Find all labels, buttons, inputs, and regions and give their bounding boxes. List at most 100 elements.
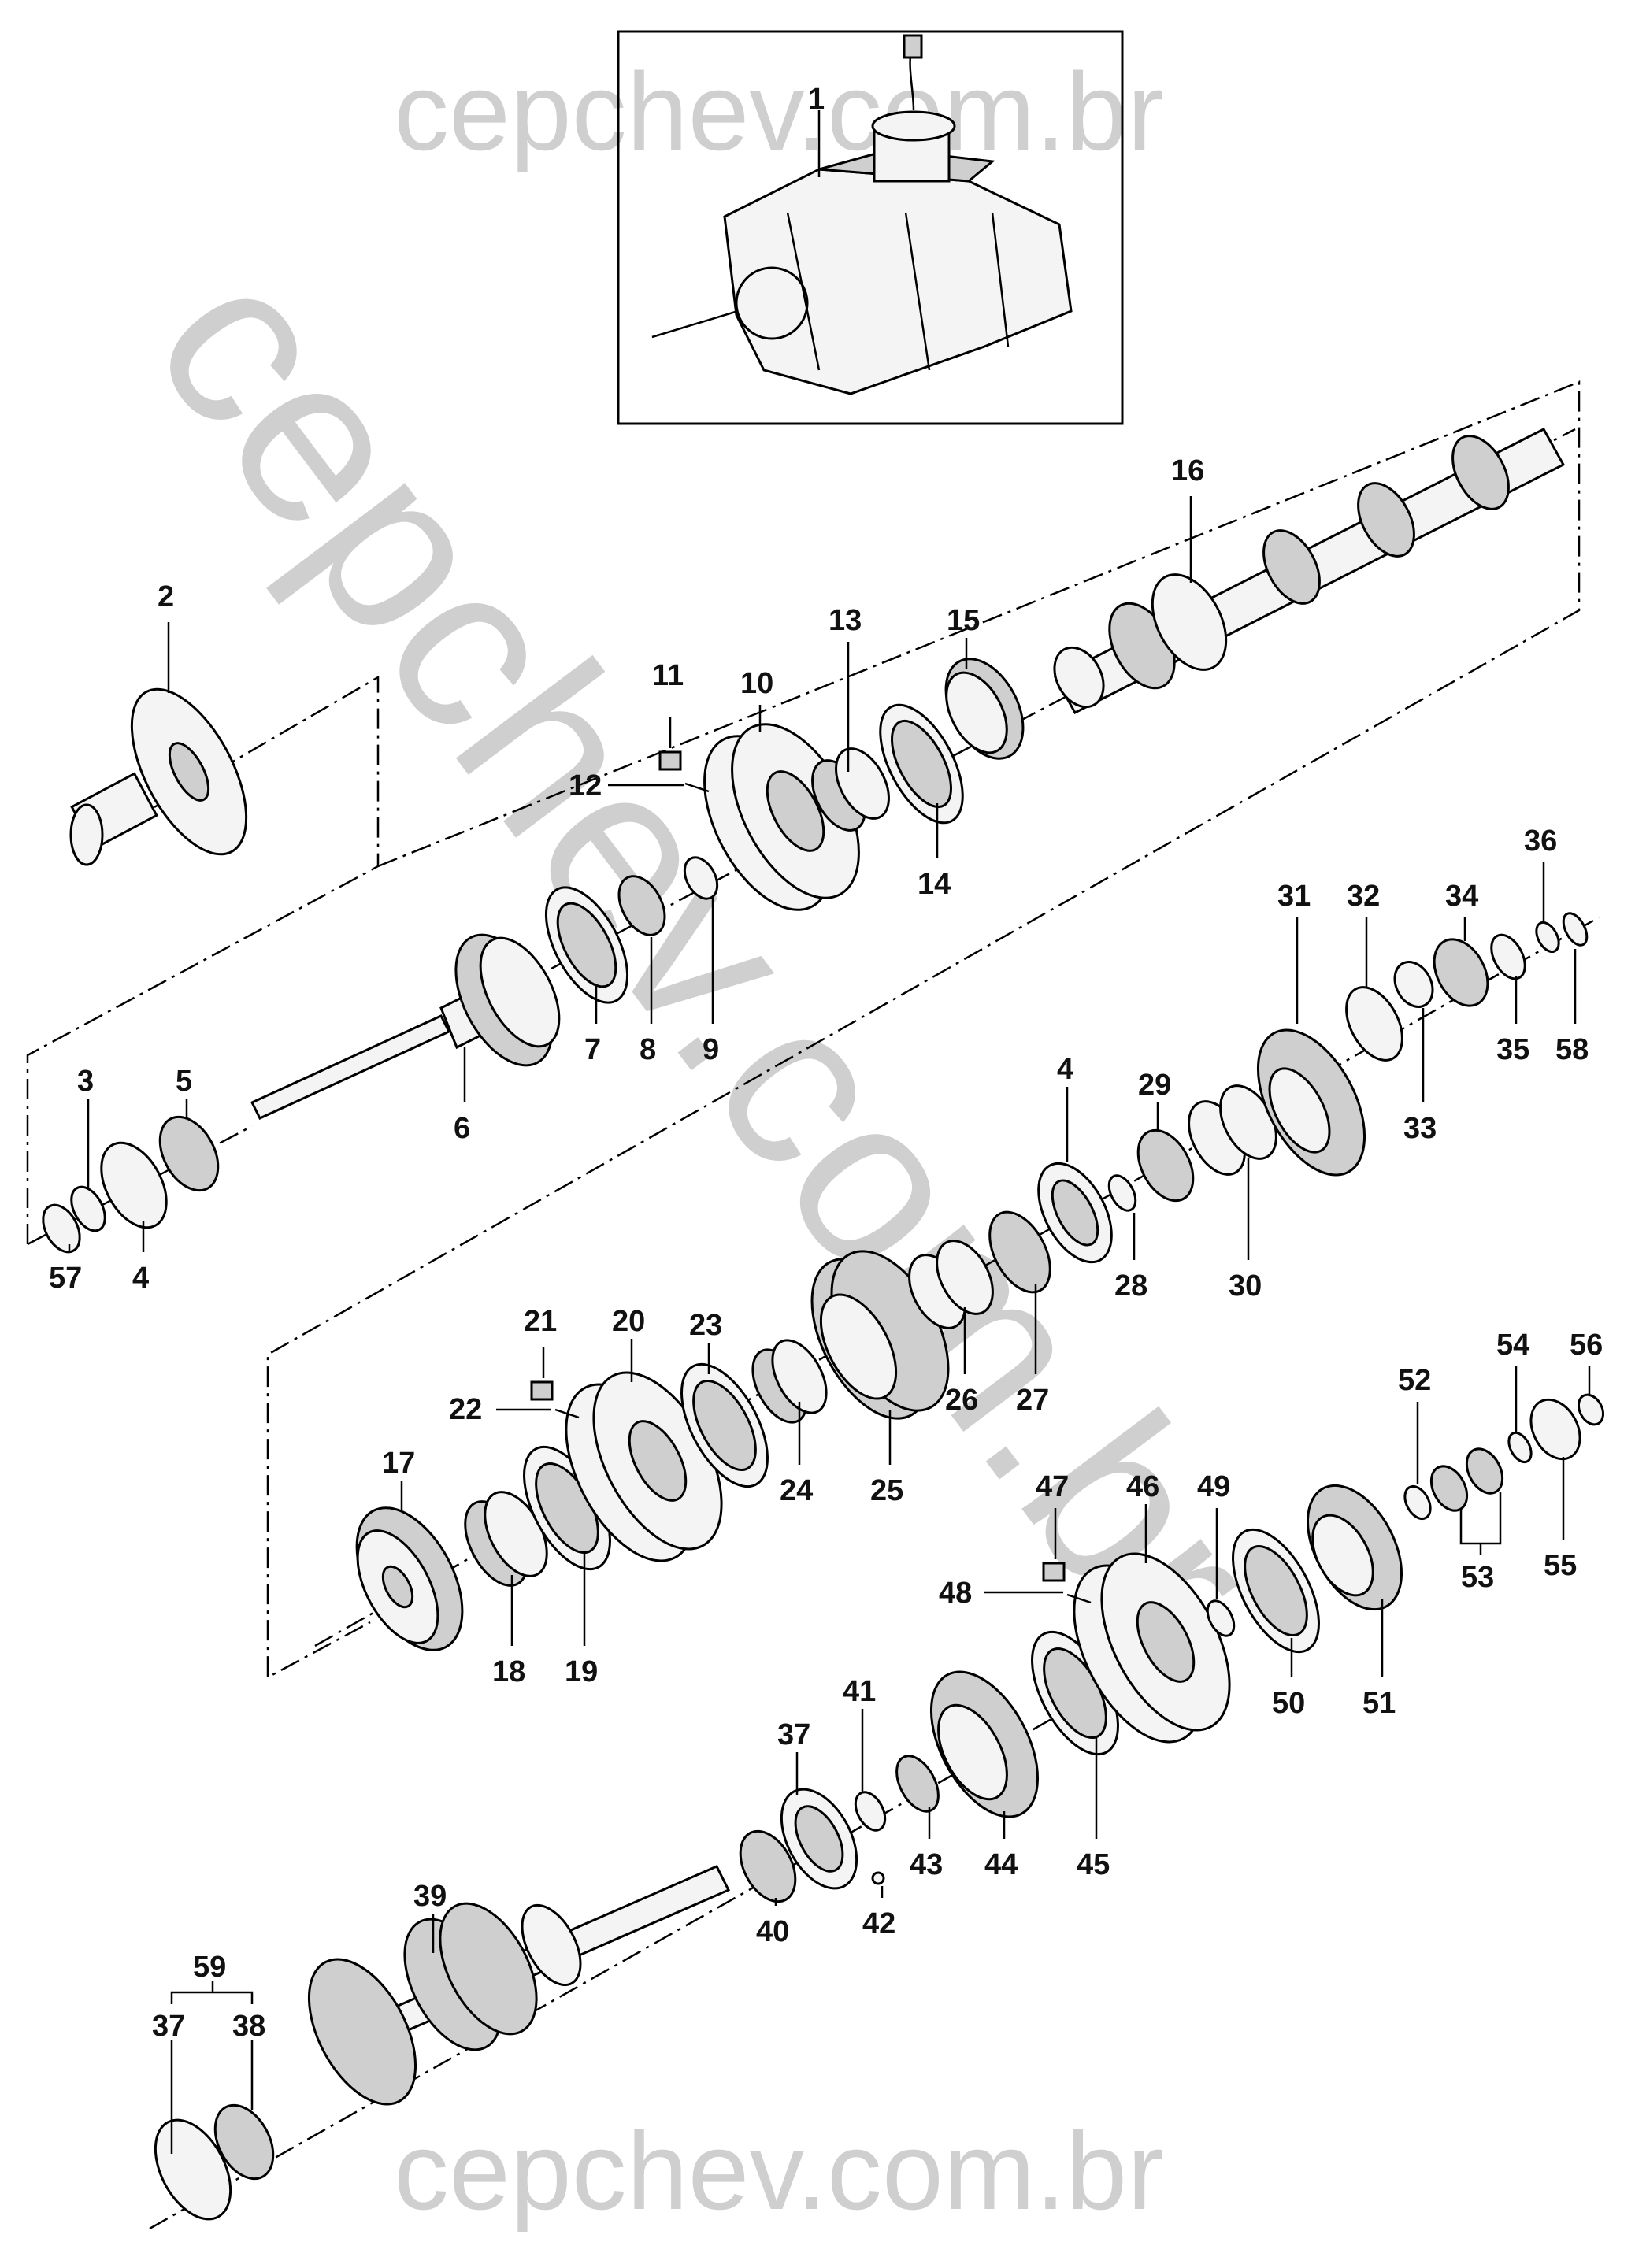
label-part-47: 47 (1036, 1470, 1069, 1503)
watermark-bottom: cepchev.com.br (394, 2109, 1164, 2233)
part-34-bearing (1433, 938, 1489, 1007)
label-part-3: 3 (77, 1065, 94, 1098)
label-part-25: 25 (870, 1474, 903, 1507)
label-part-7: 7 (584, 1033, 601, 1066)
part-58-snap-ring (1562, 912, 1589, 947)
label-part-22: 22 (449, 1393, 482, 1426)
label-part-51: 51 (1362, 1687, 1396, 1720)
countershaft-front-bearing (154, 2103, 275, 2221)
part-22-spring (554, 1408, 580, 1419)
label-part-37-front: 37 (152, 2010, 185, 2043)
inset-frame (617, 30, 1124, 425)
label-part-32: 32 (1347, 880, 1380, 913)
input-bearing-group (544, 856, 719, 1004)
label-part-38: 38 (232, 2010, 265, 2043)
part-54-washer (1507, 1431, 1533, 1464)
part-6-input-shaft (250, 933, 561, 1120)
part-44-gear (929, 1670, 1040, 1818)
part-29-bearing (1136, 1128, 1195, 1203)
part-4-cup (100, 1141, 168, 1229)
label-part-39: 39 (413, 1880, 447, 1913)
label-part-14: 14 (918, 868, 951, 901)
label-part-57: 57 (49, 1262, 82, 1295)
part-50-blocker-ring (1232, 1528, 1320, 1654)
label-part-19: 19 (565, 1655, 598, 1688)
label-part-56: 56 (1570, 1329, 1603, 1362)
label-part-17: 17 (382, 1447, 415, 1480)
part-12-spring (684, 782, 710, 793)
part-56-nut (1577, 1393, 1605, 1426)
label-part-41: 41 (843, 1675, 876, 1708)
part-55-bearing (1529, 1398, 1581, 1461)
part-57-snap-ring (42, 1203, 81, 1254)
label-part-45: 45 (1077, 1848, 1110, 1881)
part-27-bearing-cone (988, 1210, 1051, 1294)
label-part-13: 13 (829, 604, 862, 637)
part-19-blocker-ring (523, 1445, 611, 1571)
label-part-23: 23 (689, 1309, 722, 1342)
label-part-46: 46 (1126, 1470, 1159, 1503)
label-part-55: 55 (1544, 1549, 1577, 1582)
label-part-21: 21 (524, 1305, 557, 1338)
part-4-bearing-cup (1037, 1162, 1113, 1264)
label-part-6: 6 (454, 1112, 470, 1145)
label-part-54: 54 (1496, 1329, 1529, 1362)
part-31-gear (1256, 1028, 1366, 1177)
part-2-front-retainer (69, 687, 248, 866)
bracket-59 (170, 1981, 254, 2004)
label-part-15: 15 (947, 604, 980, 637)
part-48-spring (1066, 1593, 1092, 1604)
part-41-washer (854, 1791, 887, 1832)
label-part-35: 35 (1496, 1033, 1529, 1066)
label-part-34: 34 (1445, 880, 1478, 913)
label-part-24: 24 (780, 1474, 813, 1507)
part-3-washer (70, 1185, 106, 1232)
watermark-top: cepchev.com.br (394, 50, 1164, 173)
label-part-4-middle: 4 (1057, 1053, 1073, 1086)
part-51-gear (1306, 1484, 1403, 1611)
part-38-cone-front (213, 2103, 275, 2181)
part-24-needle-bearing (751, 1339, 828, 1424)
label-part-31: 31 (1277, 880, 1311, 913)
label-part-11: 11 (652, 659, 684, 692)
label-part-44: 44 (984, 1848, 1018, 1881)
part-14-blocker-ring (879, 703, 964, 825)
part-21-key (530, 1380, 554, 1401)
part-5-cone (158, 1115, 220, 1192)
part-8-bearing (617, 875, 666, 936)
label-part-2: 2 (158, 580, 174, 613)
bracket-53 (1459, 1492, 1502, 1555)
part-28-washer (1107, 1174, 1137, 1212)
input-snap-rings (42, 1115, 220, 1254)
part-52-washer (1403, 1484, 1432, 1521)
part-42-ball (871, 1871, 885, 1885)
label-part-8: 8 (640, 1033, 656, 1066)
label-part-33: 33 (1403, 1112, 1437, 1145)
label-part-43: 43 (910, 1848, 943, 1881)
part-17-gear (355, 1506, 464, 1651)
part-40-bearing (739, 1829, 797, 1903)
part-32-bearing (1345, 986, 1403, 1062)
label-part-1: 1 (808, 83, 825, 116)
label-part-37-rear: 37 (777, 1718, 810, 1751)
label-part-48: 48 (939, 1577, 972, 1610)
part-18-needle-bearing (464, 1491, 548, 1587)
label-part-18: 18 (492, 1655, 525, 1688)
label-part-50: 50 (1272, 1687, 1305, 1720)
part-26-bushing (908, 1240, 994, 1329)
part-37-cup-front (154, 2118, 232, 2221)
label-part-30: 30 (1229, 1269, 1262, 1303)
axis-mainshaft-box (266, 380, 1581, 1680)
label-part-5: 5 (176, 1065, 192, 1098)
part-23-blocker-ring (680, 1362, 769, 1488)
part-9-washer (683, 856, 719, 900)
label-part-9: 9 (703, 1033, 719, 1066)
transmission-assembly (651, 34, 1073, 395)
label-part-26: 26 (945, 1384, 978, 1417)
part-35-washer (1490, 933, 1526, 980)
part-47-key (1042, 1562, 1066, 1582)
part-13-needle-bearing (811, 747, 890, 832)
label-part-52: 52 (1398, 1364, 1431, 1397)
label-part-53: 53 (1461, 1561, 1494, 1594)
